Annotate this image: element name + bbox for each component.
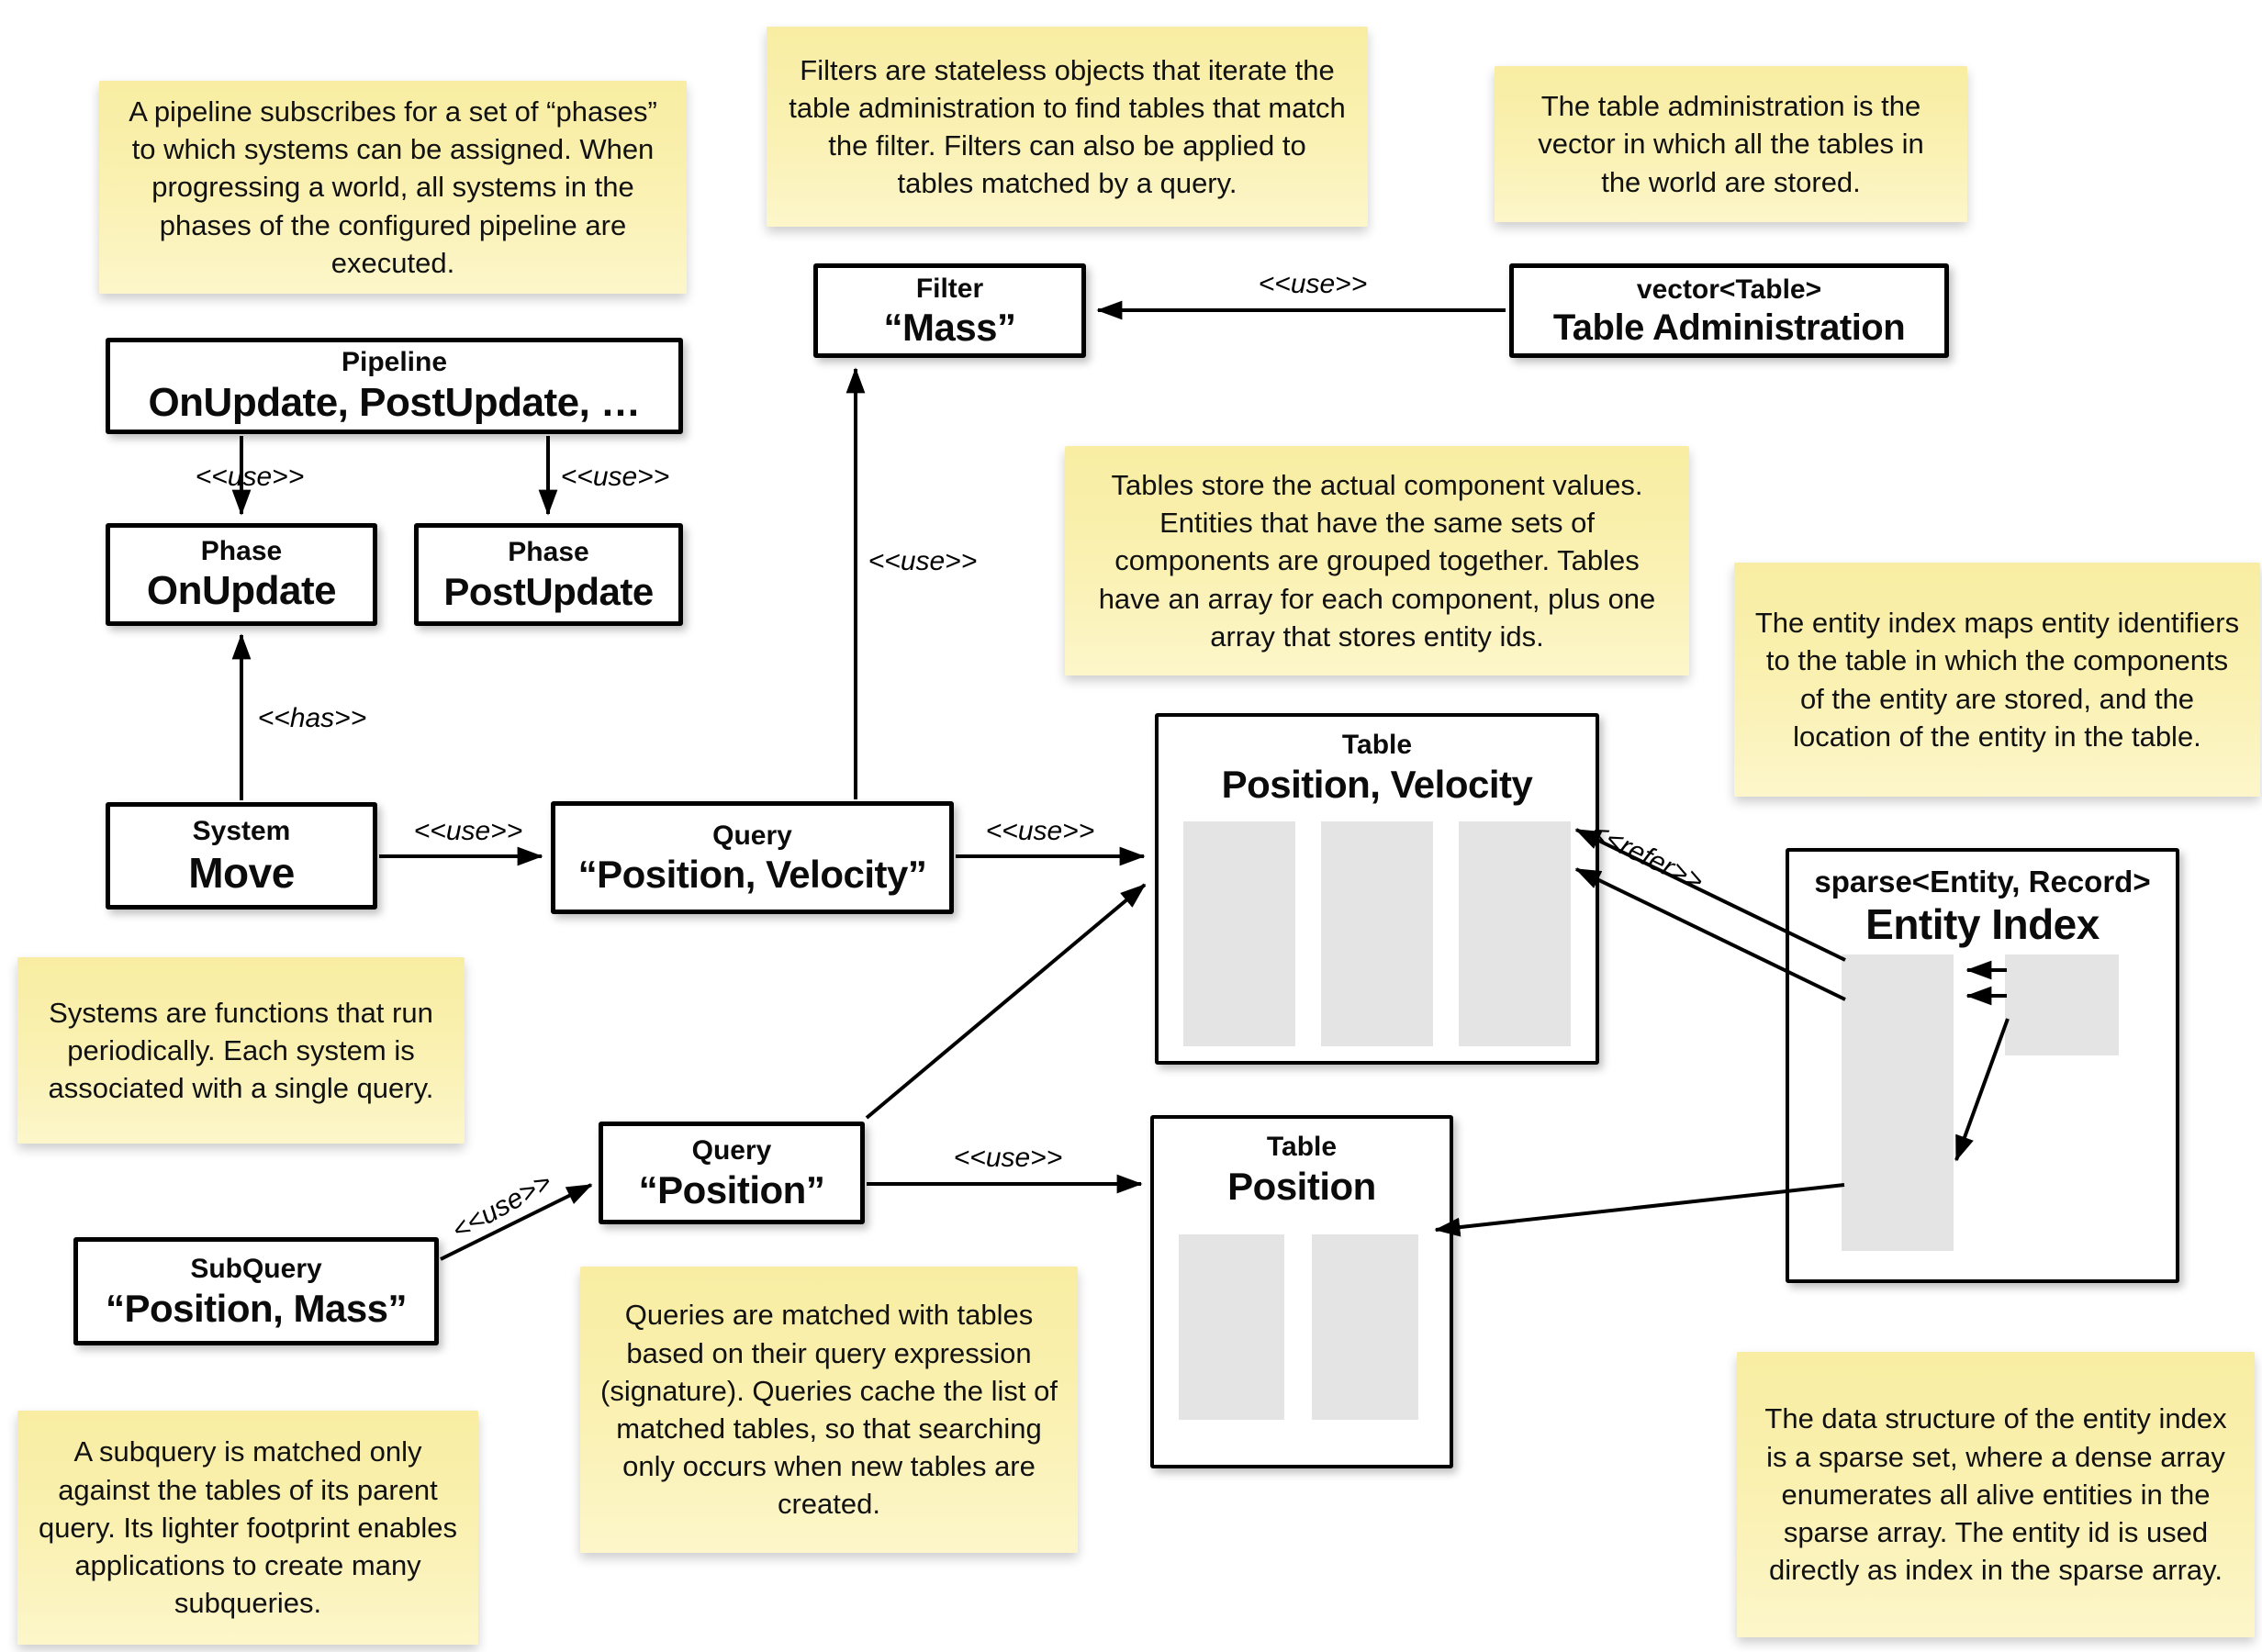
phase-onupdate-stereotype: Phase [200, 535, 283, 566]
arrow-querypos-to-table-pv [865, 883, 1147, 1120]
sparse-array-column [1842, 954, 1954, 1251]
edge-label-use-query-filter: <<use>> [868, 546, 978, 576]
note-sparse-set: The data structure of the entity index i… [1737, 1352, 2255, 1637]
system-move-name: Move [188, 848, 295, 897]
component-array-column [1312, 1234, 1418, 1420]
note-tables: Tables store the actual component values… [1065, 446, 1689, 675]
entity-index-stereotype: sparse<Entity, Record> [1814, 865, 2151, 899]
edge-label-use-subquery-query: <<use>> [446, 1166, 557, 1246]
edge-label-has-system-phase: <<has>> [257, 703, 367, 733]
system-move-box: System Move [106, 802, 377, 910]
component-array-column [1459, 821, 1571, 1046]
component-array-column [1179, 1234, 1284, 1420]
phase-onupdate-name: OnUpdate [146, 568, 337, 614]
filter-mass-box: Filter “Mass” [813, 263, 1086, 358]
filter-mass-name: “Mass” [883, 306, 1016, 350]
query-position-stereotype: Query [691, 1135, 772, 1166]
note-systems: Systems are functions that run periodica… [17, 957, 465, 1144]
edge-label-use-query-tablepv: <<use>> [985, 816, 1095, 846]
pipeline-name: OnUpdate, PostUpdate, … [148, 379, 641, 425]
subquery-box: SubQuery “Position, Mass” [73, 1237, 439, 1345]
note-pipeline: A pipeline subscribes for a set of “phas… [99, 81, 687, 294]
query-position-box: Query “Position” [599, 1122, 865, 1224]
table-position-stereotype: Table [1266, 1132, 1338, 1162]
entity-index-box: sparse<Entity, Record> Entity Index [1786, 848, 2179, 1283]
note-filters: Filters are stateless objects that itera… [767, 27, 1368, 227]
component-array-column [1321, 821, 1433, 1046]
table-administration-box: vector<Table> Table Administration [1509, 263, 1949, 358]
table-position-velocity-box: Table Position, Velocity [1155, 713, 1599, 1065]
edge-label-use-system-query: <<use>> [413, 816, 523, 846]
edge-label-use-admin-filter: <<use>> [1258, 269, 1368, 299]
component-array-column [1183, 821, 1295, 1046]
phase-onupdate-box: Phase OnUpdate [106, 523, 377, 626]
table-administration-stereotype: vector<Table> [1636, 273, 1822, 305]
note-subquery: A subquery is matched only against the t… [17, 1411, 478, 1645]
query-position-velocity-name: “Position, Velocity” [577, 853, 927, 897]
table-position-velocity-name: Position, Velocity [1221, 762, 1533, 806]
note-entity-index: The entity index maps entity identifiers… [1734, 563, 2260, 797]
query-position-name: “Position” [638, 1167, 825, 1211]
table-position-velocity-stereotype: Table [1341, 730, 1413, 760]
subquery-name: “Position, Mass” [105, 1286, 408, 1330]
note-table-administration: The table administration is the vector i… [1495, 66, 1967, 222]
system-move-stereotype: System [192, 816, 291, 847]
phase-postupdate-name: PostUpdate [443, 569, 654, 613]
subquery-stereotype: SubQuery [190, 1254, 322, 1285]
table-position-box: Table Position [1150, 1115, 1453, 1468]
dense-array-block [2005, 954, 2119, 1055]
edge-label-use-pipeline-postupdate: <<use>> [560, 462, 670, 492]
table-position-name: Position [1227, 1164, 1376, 1208]
phase-postupdate-box: Phase PostUpdate [414, 523, 683, 626]
phase-postupdate-stereotype: Phase [508, 537, 589, 568]
pipeline-stereotype: Pipeline [341, 347, 448, 378]
edge-label-use-pipeline-onupdate: <<use>> [195, 462, 305, 492]
query-position-velocity-stereotype: Query [712, 820, 792, 851]
table-administration-name: Table Administration [1552, 307, 1906, 349]
edge-label-refer-entityindex-table: <<refer>> [1585, 816, 1708, 898]
pipeline-box: Pipeline OnUpdate, PostUpdate, … [106, 338, 683, 434]
query-position-velocity-box: Query “Position, Velocity” [551, 801, 954, 914]
entity-index-name: Entity Index [1865, 900, 2100, 949]
note-queries: Queries are matched with tables based on… [580, 1267, 1078, 1553]
arrow-entityindex-to-table-pos [1434, 1183, 1845, 1237]
edge-label-use-query-tablepos: <<use>> [953, 1143, 1063, 1173]
filter-mass-stereotype: Filter [915, 273, 984, 304]
